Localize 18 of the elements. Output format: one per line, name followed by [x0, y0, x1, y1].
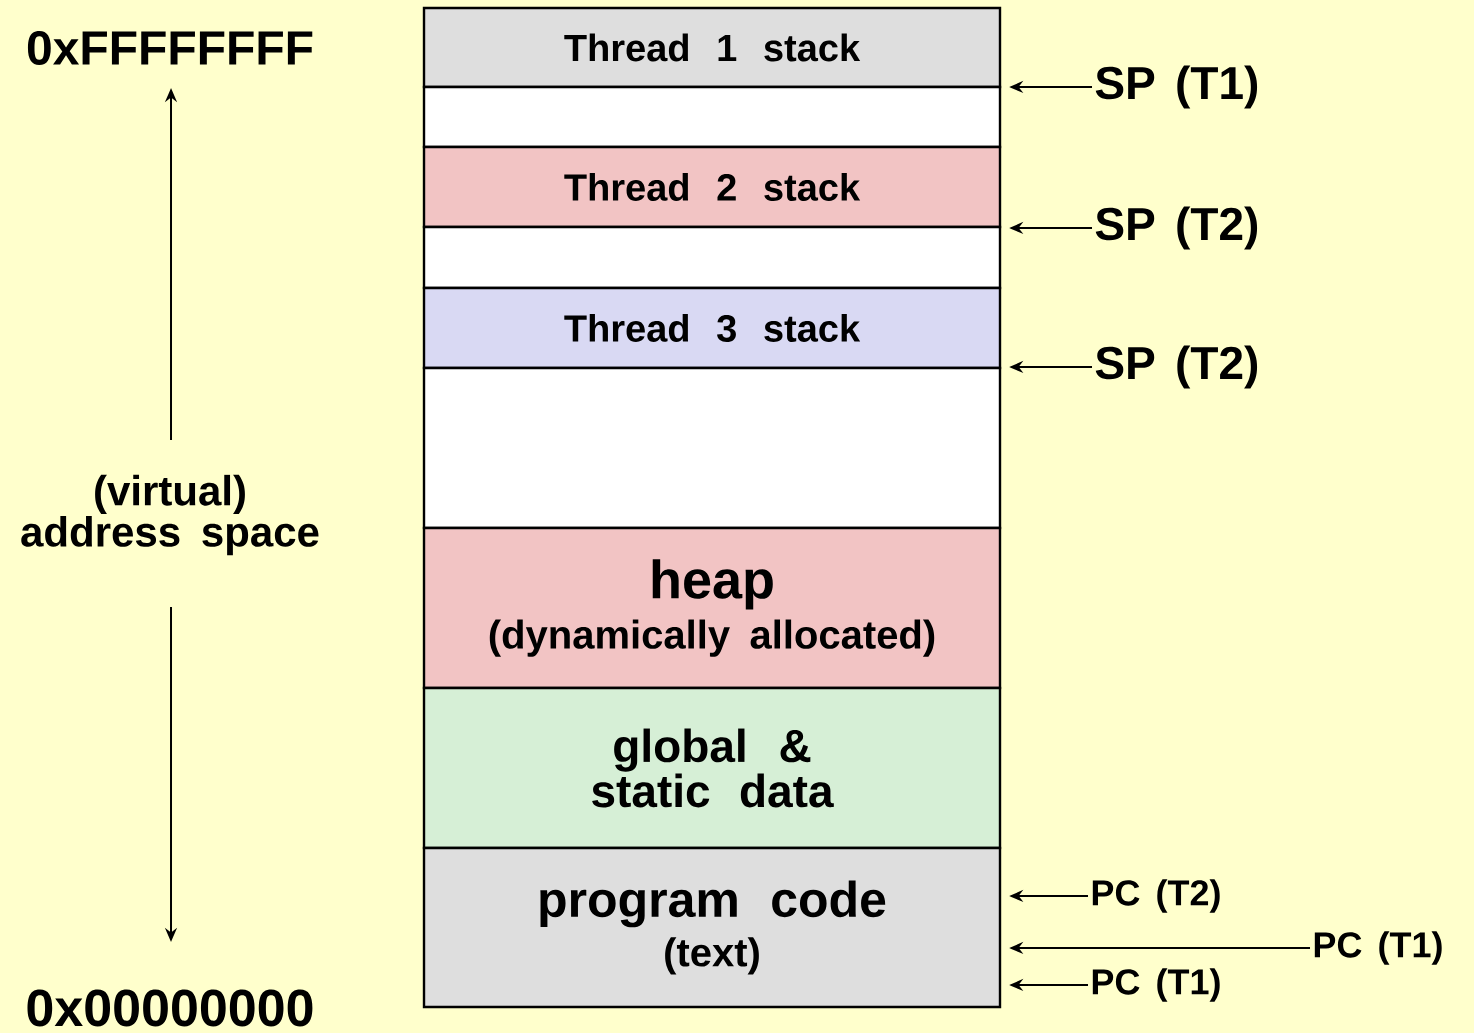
free-space-box	[422, 225, 1002, 290]
memory-region: Thread 1 stack	[422, 6, 1002, 89]
free-space-box	[422, 85, 1002, 149]
memory-region: Thread 3 stack	[422, 286, 1002, 370]
memory-region: program code (text)	[422, 846, 1002, 1009]
memory-region: heap (dynamically allocated)	[422, 526, 1002, 690]
pointer-label: PC (T1)	[1314, 931, 1442, 965]
pointer-label: SP (T2)	[1095, 345, 1258, 389]
memory-region: global & static data	[422, 686, 1002, 850]
address-label: 0xFFFFFFFF	[27, 31, 313, 65]
pointer-label: SP (T1)	[1095, 65, 1258, 109]
pointer-label: PC (T1)	[1092, 968, 1220, 1002]
pointer-label: SP (T2)	[1095, 206, 1258, 250]
address-label: 0x00000000	[27, 989, 313, 1027]
free-space-box	[422, 366, 1002, 530]
address-label: (virtual) address space	[21, 474, 319, 556]
pointer-label: PC (T2)	[1092, 879, 1220, 913]
memory-region: Thread 2 stack	[422, 145, 1002, 229]
